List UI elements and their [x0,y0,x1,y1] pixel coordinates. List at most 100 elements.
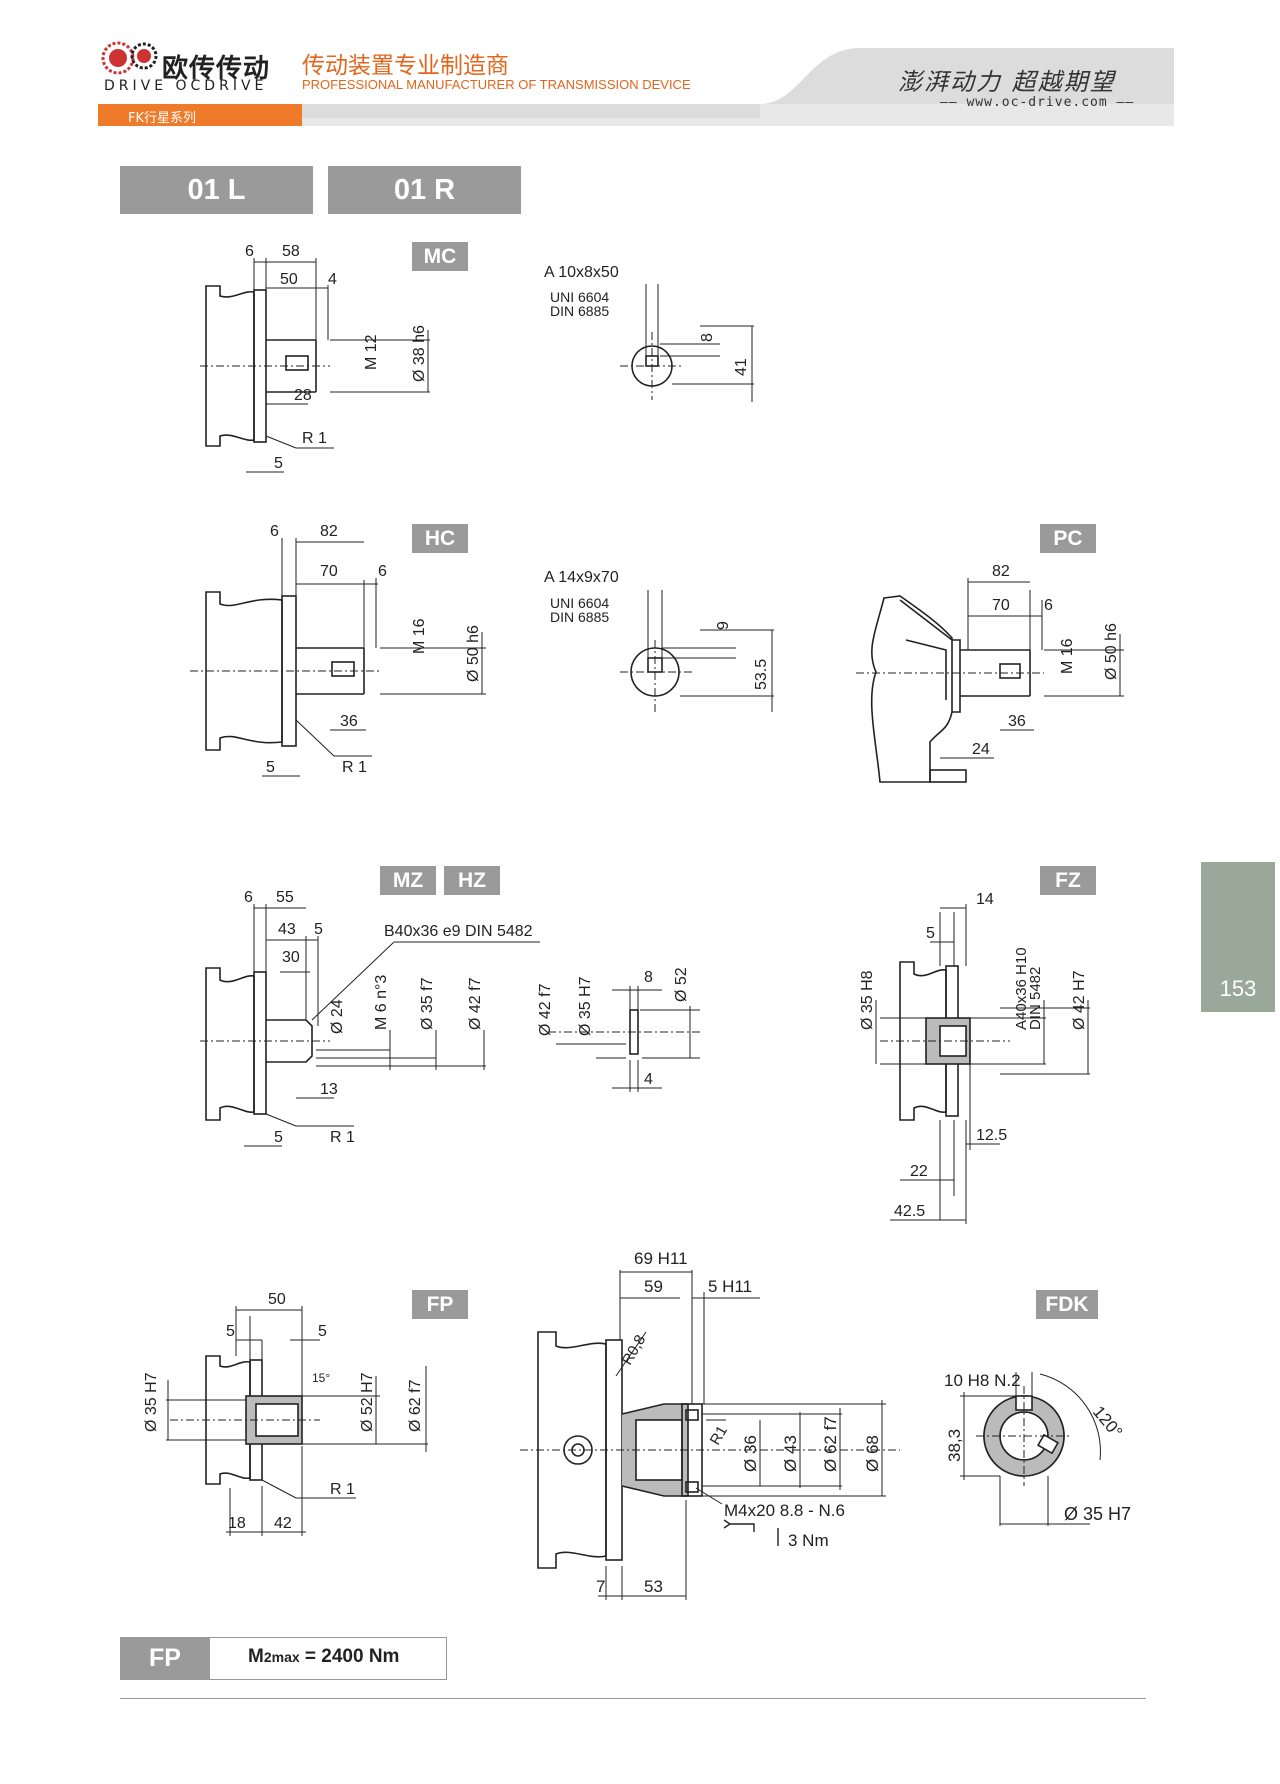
dim-pc-24: 24 [972,741,990,758]
dim-fdk-d35: Ø 35 H7 [1064,1504,1131,1524]
dim-mz-5b: 5 [274,1129,283,1146]
dim-mz-5: 5 [314,921,323,938]
dim-mz-spline: B40x36 e9 DIN 5482 [384,923,533,940]
dim-mc-50: 50 [280,271,298,288]
key-hc-din: DIN 6885 [550,609,609,625]
dim-hc-70: 70 [320,563,338,580]
tab-01-r[interactable]: 01 R [328,166,521,214]
dim-fpm-d68: Ø 68 [863,1435,882,1472]
dim-mz-m6: M 6 n°3 [373,975,390,1030]
label-hz: HZ [444,866,500,895]
dim-fp-d52: Ø 52 H7 [359,1372,376,1432]
dim-mz-55: 55 [276,889,294,906]
slogan: 澎湃动力 超越期望 [898,68,1116,96]
label-fz: FZ [1040,866,1096,895]
dim-mz-d24: Ø 24 [329,999,346,1034]
key-hc-a: A 14x9x70 [544,569,619,586]
dim-fp-r1: R 1 [330,1481,355,1498]
drawing-hc: 6 82 70 6 M 16 Ø 50 h6 36 5 R 1 [190,523,486,777]
drawing-fp: 50 5 5 Ø 35 H7 15° Ø 52 H7 Ø 62 f7 R 1 1… [143,1291,428,1536]
dim-mc-m12: M 12 [363,334,380,370]
dim-fp-d35: Ø 35 H7 [143,1372,160,1432]
dim-fz-14: 14 [976,891,994,908]
dim-fpm-m4: M4x20 8.8 - N.6 [724,1501,845,1520]
label-hc: HC [412,524,468,553]
dim-hc-36: 36 [340,713,358,730]
label-fp: FP [412,1290,468,1319]
dim-mc-28: 28 [294,387,312,404]
dim-mz-d35: Ø 35 f7 [419,977,436,1030]
dim-mc-58: 58 [282,243,300,260]
label-fdk: FDK [1036,1290,1098,1319]
dim-fp-18: 18 [228,1515,246,1532]
dim-pc-m16: M 16 [1059,638,1076,674]
dim-mz-30: 30 [282,949,300,966]
dim-mc-4: 4 [328,271,337,288]
torque-value: = 2400 Nm [299,1646,400,1667]
dim-fz-d35: Ø 35 H8 [859,970,876,1030]
dim-fdk-10h8: 10 H8 N.2 [944,1371,1021,1390]
website: —— www.oc-drive.com —— [940,95,1135,110]
dim-fpm-d36: Ø 36 [741,1435,760,1472]
dim-fpm-69: 69 H11 [634,1249,688,1268]
dim-mz-13: 13 [320,1081,338,1098]
header-band [290,48,1174,126]
dim-fp-d62: Ø 62 f7 [407,1379,424,1432]
drawing-fdk: 10 H8 N.2 120° 38,3 Ø 35 H7 [944,1371,1131,1526]
torque-subscript: 2max [263,1649,300,1665]
dim-fp-15deg: 15° [312,1371,330,1385]
key-mc-41: 41 [733,358,750,376]
dim-fz-d42: Ø 42 H7 [1071,970,1088,1030]
dim-mz-r1: R 1 [330,1129,355,1146]
footer-divider [120,1698,1146,1699]
drawing-mz-spline: Ø 42 f7 Ø 35 H7 8 Ø 52 4 [537,967,700,1092]
dim-hc-r1: R 1 [342,759,367,776]
dim-mz-6: 6 [244,889,253,906]
spline-d42: Ø 42 f7 [537,983,554,1036]
dim-fp-5b: 5 [318,1323,327,1340]
drawing-mz-hz: 6 55 43 5 30 B40x36 e9 DIN 5482 Ø 24 M 6… [200,889,540,1147]
label-mz: MZ [380,866,436,895]
torque-tag: FP [120,1637,210,1680]
dim-pc-70: 70 [992,597,1010,614]
key-mc-a: A 10x8x50 [544,264,619,281]
key-hc-9: 9 [715,621,732,630]
drawing-fp-mid: 69 H11 59 5 H11 R0,8 R1 Ø 36 Ø 43 Ø 62 f… [520,1249,900,1600]
drawing-mc-key: A 10x8x50 UNI 6604 DIN 6885 8 41 [544,264,754,402]
dim-mc-d38: Ø 38 h6 [411,325,428,382]
dim-fpm-59: 59 [644,1277,663,1296]
website-url: www.oc-drive.com [966,95,1108,110]
dim-fpm-7: 7 [596,1577,605,1596]
dim-mc-5: 5 [274,455,283,472]
dim-pc-36: 36 [1008,713,1026,730]
dim-fz-din: DIN 5482 [1027,967,1044,1030]
dim-fpm-d62: Ø 62 f7 [821,1416,840,1472]
dim-hc-5: 5 [266,759,275,776]
dim-hc-82: 82 [320,523,338,540]
dim-fz-5: 5 [926,925,935,942]
key-mc-uni: UNI 6604 [550,289,609,305]
dim-mc-6: 6 [245,243,254,260]
dim-fpm-5h11: 5 H11 [708,1277,752,1296]
drawing-fz: 14 5 Ø 35 H8 A40x36 H10 DIN 5482 Ø 42 H7… [859,891,1090,1224]
key-hc-uni: UNI 6604 [550,595,609,611]
dim-fp-5: 5 [226,1323,235,1340]
dim-fpm-r1: R1 [707,1423,731,1448]
torque-formula: M2max = 2400 Nm [248,1646,399,1668]
torque-symbol: M [248,1646,264,1667]
series-label: FK行星系列 [128,111,197,126]
dim-pc-d50: Ø 50 h6 [1103,623,1120,680]
dim-fdk-38-3: 38,3 [945,1429,964,1462]
drawing-pc: 82 70 6 M 16 Ø 50 h6 36 24 [856,563,1124,783]
dim-fpm-3nm: 3 Nm [788,1531,829,1550]
label-pc: PC [1040,524,1096,553]
dim-fpm-d43: Ø 43 [781,1435,800,1472]
dim-fp-50: 50 [268,1291,286,1308]
logo [101,41,158,75]
series-bar [98,104,302,126]
dim-fpm-53: 53 [644,1577,663,1596]
tab-01-l[interactable]: 01 L [120,166,313,214]
drawing-hc-key: A 14x9x70 UNI 6604 DIN 6885 9 53.5 [544,569,774,712]
dim-hc-d50: Ø 50 h6 [465,625,482,682]
dim-fp-42: 42 [274,1515,292,1532]
